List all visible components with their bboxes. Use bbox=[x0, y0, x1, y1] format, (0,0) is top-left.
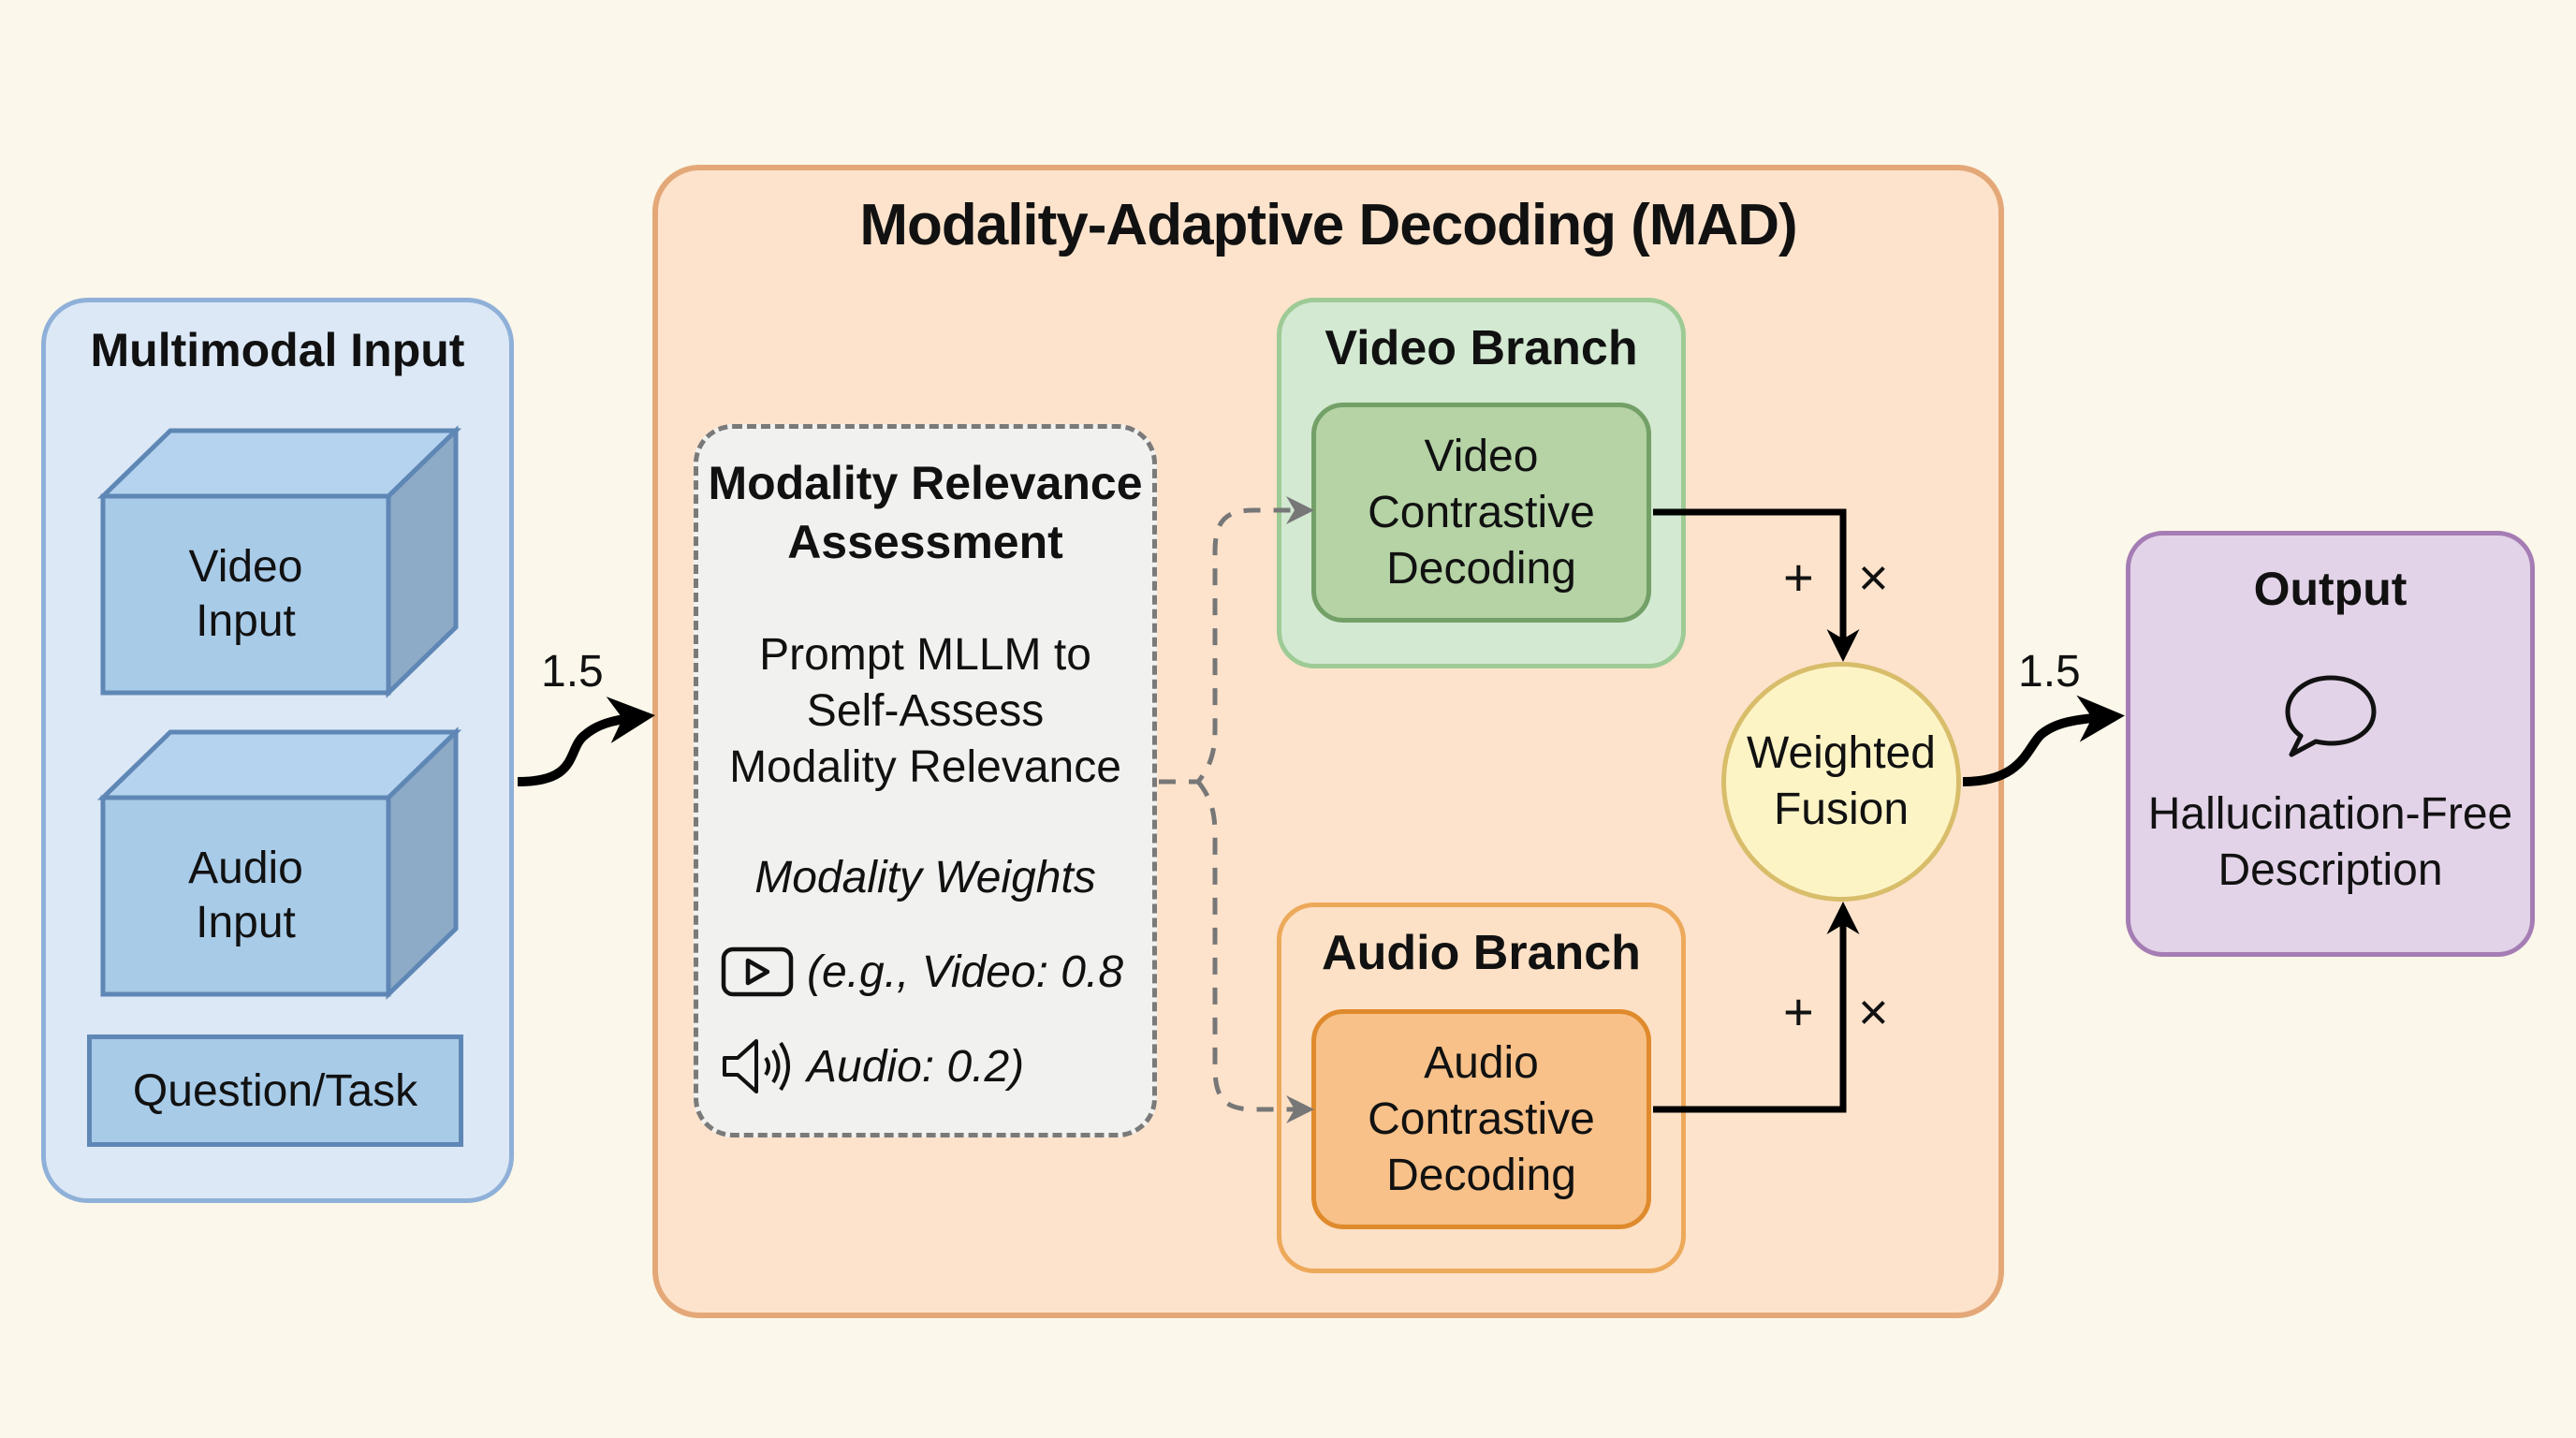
input-to-mad-label: 1.5 bbox=[541, 647, 604, 697]
vcd-line3: Decoding bbox=[1386, 543, 1576, 594]
fusion-line1: Weighted bbox=[1747, 728, 1936, 778]
audio-times-operator: × bbox=[1858, 982, 1889, 1041]
video-times-operator: × bbox=[1858, 548, 1889, 607]
relevance-to-audio-arrow bbox=[1196, 780, 1314, 1123]
relevance-prompt-text: Prompt MLLM to Self-Assess Modality Rele… bbox=[694, 627, 1157, 796]
relevance-assessment-title: Modality Relevance Assessment bbox=[694, 454, 1157, 572]
video-input-line2: Input bbox=[196, 596, 296, 646]
audio-weight-text: Audio: 0.2) bbox=[807, 1041, 1025, 1092]
acd-line2: Contrastive bbox=[1368, 1093, 1595, 1144]
input-to-mad-arrow bbox=[517, 697, 655, 786]
video-plus-operator: + bbox=[1783, 548, 1814, 607]
prompt-line1: Prompt MLLM to bbox=[759, 630, 1091, 680]
audio-input-line1: Audio bbox=[188, 844, 303, 893]
mad-title: Modality-Adaptive Decoding (MAD) bbox=[859, 193, 1797, 257]
audio-input-line2: Input bbox=[196, 898, 296, 947]
prompt-line2: Self-Assess bbox=[806, 686, 1045, 736]
acd-line1: Audio bbox=[1424, 1037, 1539, 1088]
question-task-label: Question/Task bbox=[132, 1065, 418, 1116]
audio-branch-title: Audio Branch bbox=[1322, 926, 1641, 980]
output-desc-line1: Hallucination-Free bbox=[2147, 789, 2513, 839]
relevance-to-video-arrow bbox=[1159, 496, 1314, 785]
acd-line3: Decoding bbox=[1386, 1150, 1576, 1200]
play-video-icon bbox=[721, 946, 794, 997]
relevance-title-line2: Assessment bbox=[787, 516, 1063, 568]
output-title: Output bbox=[2253, 563, 2408, 615]
video-weight-row: (e.g., Video: 0.8 bbox=[721, 946, 1151, 998]
video-to-fusion-arrow bbox=[1653, 508, 1860, 662]
speaker-icon bbox=[723, 1039, 790, 1093]
modality-weights-label: Modality Weights bbox=[754, 853, 1096, 902]
audio-contrastive-decoding-box: Audio Contrastive Decoding bbox=[1311, 1009, 1651, 1229]
weighted-fusion-node: Weighted Fusion bbox=[1721, 662, 1961, 902]
vcd-line1: Video bbox=[1424, 431, 1539, 481]
audio-plus-operator: + bbox=[1783, 982, 1814, 1041]
video-contrastive-decoding-box: Video Contrastive Decoding bbox=[1311, 403, 1651, 623]
speech-bubble-icon bbox=[2285, 675, 2377, 757]
video-weight-text: (e.g., Video: 0.8 bbox=[807, 946, 1124, 997]
output-description: Hallucination-Free Description bbox=[2126, 786, 2535, 899]
fusion-to-output-arrow bbox=[1962, 695, 2125, 786]
video-input-line1: Video bbox=[188, 542, 303, 592]
relevance-assessment-box bbox=[694, 424, 1157, 1137]
output-desc-line2: Description bbox=[2217, 845, 2443, 895]
prompt-line3: Modality Relevance bbox=[729, 742, 1121, 792]
fusion-to-output-label: 1.5 bbox=[2018, 647, 2081, 697]
question-task-box: Question/Task bbox=[87, 1034, 463, 1147]
audio-weight-row: Audio: 0.2) bbox=[721, 1037, 1151, 1095]
video-input-cube bbox=[96, 425, 462, 698]
audio-to-fusion-arrow bbox=[1653, 902, 1860, 1113]
video-branch-title: Video Branch bbox=[1325, 321, 1638, 375]
video-input-label: Video Input bbox=[103, 534, 388, 655]
multimodal-input-title: Multimodal Input bbox=[90, 324, 465, 376]
vcd-line2: Contrastive bbox=[1368, 487, 1595, 537]
relevance-title-line1: Modality Relevance bbox=[708, 457, 1143, 509]
audio-input-cube bbox=[96, 726, 462, 1000]
fusion-line2: Fusion bbox=[1773, 785, 1910, 834]
audio-input-label: Audio Input bbox=[103, 835, 388, 957]
